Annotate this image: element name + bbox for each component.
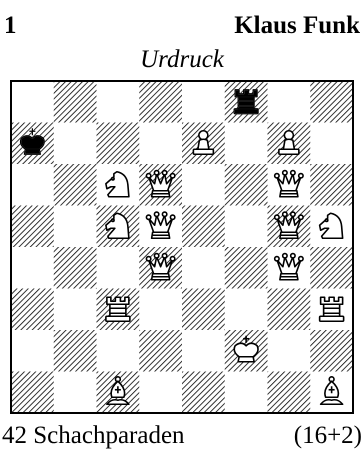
board-square: [182, 164, 225, 206]
board-square: [268, 81, 311, 123]
board-square: [268, 372, 311, 414]
board-square: [182, 289, 225, 331]
white-rook-icon: [320, 297, 344, 321]
board-square: [182, 247, 225, 289]
board-square: [182, 330, 225, 372]
board-square: [11, 372, 54, 414]
board-square: [97, 247, 140, 289]
board-square: [11, 206, 54, 248]
source-title: 42 Schachparaden: [2, 422, 185, 450]
board-square: [11, 289, 54, 331]
problem-number: 1: [4, 12, 17, 40]
board-square: [11, 81, 54, 123]
board-square: [268, 289, 311, 331]
board-square: [54, 247, 97, 289]
board-square: [182, 206, 225, 248]
board-square: [225, 206, 268, 248]
board-square: [97, 81, 140, 123]
white-rook-icon: [106, 297, 130, 321]
board-square: [11, 164, 54, 206]
board-square: [310, 81, 353, 123]
black-rook-icon: [234, 90, 258, 114]
chess-board: [10, 80, 354, 414]
board-square: [225, 247, 268, 289]
board-square: [54, 330, 97, 372]
board-square: [225, 164, 268, 206]
board-square: [11, 330, 54, 372]
board-square: [54, 372, 97, 414]
board-square: [97, 123, 140, 165]
board-square: [97, 330, 140, 372]
board-square: [225, 123, 268, 165]
board-square: [268, 330, 311, 372]
board-square: [225, 372, 268, 414]
board-square: [139, 372, 182, 414]
board-square: [310, 164, 353, 206]
board-square: [139, 81, 182, 123]
board-square: [310, 330, 353, 372]
board-square: [139, 289, 182, 331]
board-square: [54, 164, 97, 206]
publication-note: Urdruck: [0, 46, 364, 74]
board-square: [11, 247, 54, 289]
board-square: [182, 81, 225, 123]
board-square: [54, 123, 97, 165]
board-square: [182, 372, 225, 414]
board-square: [54, 289, 97, 331]
board-square: [225, 289, 268, 331]
author-name: Klaus Funk: [234, 12, 360, 40]
board-square: [139, 123, 182, 165]
piece-count: (16+2): [294, 422, 362, 450]
board-square: [54, 81, 97, 123]
board-square: [310, 247, 353, 289]
board-square: [54, 206, 97, 248]
board-square: [310, 123, 353, 165]
board-square: [139, 330, 182, 372]
